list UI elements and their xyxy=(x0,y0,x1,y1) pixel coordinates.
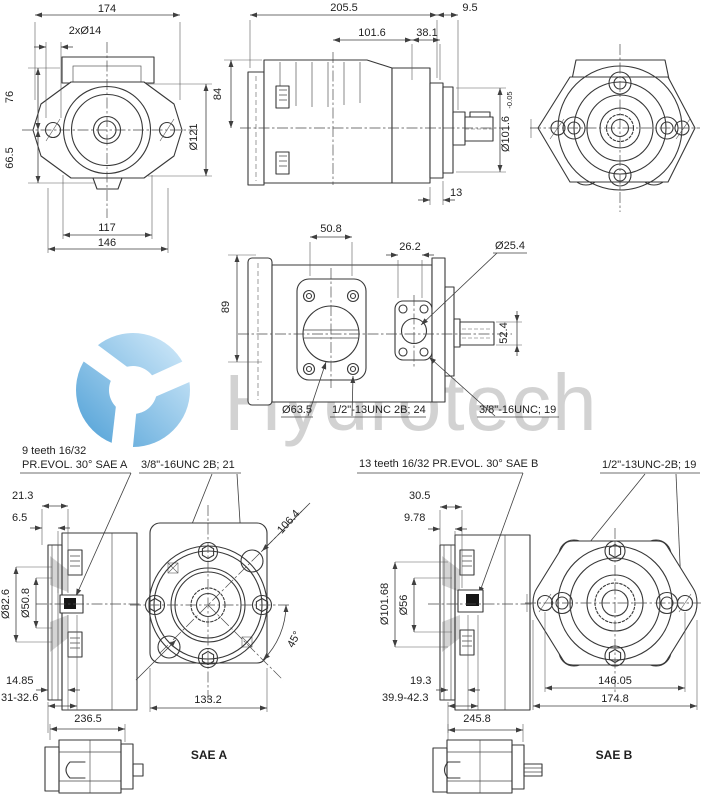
dim-a-21-3: 21.3 xyxy=(12,490,33,502)
dim-b-19-3: 19.3 xyxy=(410,675,431,687)
dim-port-span: 50.8 xyxy=(320,223,341,235)
label-side-port-thread: 3/8"-16UNC; 19 xyxy=(479,404,556,416)
dim-a-133-2: 133.2 xyxy=(194,694,222,706)
dim-side-pilot-dia: Ø101.6 xyxy=(500,116,512,152)
port-view: 50.8 26.2 Ø25.4 89 52.4 Ø63.5 1/2"-13UNC… xyxy=(220,223,559,418)
dim-side-rear-len: 38.1 xyxy=(416,27,437,39)
dim-front-height-lower: 66.5 xyxy=(4,147,16,168)
dim-front-flange-dia: Ø121 xyxy=(188,124,200,151)
dim-a-31-32-6: 31-32.6 xyxy=(1,692,38,704)
watermark-logo xyxy=(68,333,208,466)
sae-b-group: 13 teeth 16/32 PR.EVOL. 30° SAE B 1/2"-1… xyxy=(357,458,701,794)
dim-a-6-5: 6.5 xyxy=(12,512,27,524)
dim-b-39-9: 39.9-42.3 xyxy=(382,692,428,704)
dim-side-port-w: 26.2 xyxy=(399,241,420,253)
dim-side-height: 84 xyxy=(212,88,224,100)
dim-main-port-dia: Ø63.5 xyxy=(282,404,312,416)
label-sae-a-spline-2: PR.EVOL. 30° SAE A xyxy=(22,459,128,471)
dim-b-174-8: 174.8 xyxy=(601,693,629,705)
dim-a-82-6: Ø82.6 xyxy=(0,589,12,619)
label-sae-a: SAE A xyxy=(191,748,228,762)
dim-shaft-height: 52.4 xyxy=(498,322,510,343)
dim-front-width-lower: 146 xyxy=(98,237,116,249)
dim-a-14-85: 14.85 xyxy=(6,675,34,687)
side-view: 205.5 9.5 101.6 38.1 Ø101.6 -0.05 13 xyxy=(240,2,514,205)
rear-view xyxy=(530,44,700,212)
dim-b-245-8: 245.8 xyxy=(463,713,491,725)
dim-b-9-78: 9.78 xyxy=(404,512,425,524)
dim-a-106-4: 106.4 xyxy=(275,508,302,536)
dim-b-146-05: 146.05 xyxy=(598,675,632,687)
dim-a-50-8: Ø50.8 xyxy=(20,588,32,618)
label-sae-a-thread: 3/8"-16UNC 2B; 21 xyxy=(141,459,235,471)
label-sae-b-spline: 13 teeth 16/32 PR.EVOL. 30° SAE B xyxy=(359,458,538,470)
dim-port-height: 89 xyxy=(220,301,232,313)
dim-b-30-5: 30.5 xyxy=(409,490,430,502)
dim-b-101-68: Ø101.68 xyxy=(379,583,391,625)
label-main-port-thread: 1/2"-13UNC 2B; 24 xyxy=(332,404,426,416)
dim-front-total-width: 174 xyxy=(98,3,116,15)
label-sae-b-thread: 1/2"-13UNC-2B; 19 xyxy=(602,459,696,471)
pump-thumbnail-a xyxy=(44,739,144,794)
dim-side-pilot-tol: -0.05 xyxy=(505,91,514,108)
front-view: 174 2xØ14 76 66.5 Ø121 117 146 84 xyxy=(4,3,262,253)
dim-side-body-len: 101.6 xyxy=(358,27,386,39)
dim-front-bolt-span: 117 xyxy=(98,222,116,234)
pump-thumbnail-b xyxy=(432,739,543,794)
dim-front-height-upper: 76 xyxy=(4,91,16,103)
dim-side-port-dia: Ø25.4 xyxy=(495,240,525,252)
dim-b-56: Ø56 xyxy=(398,595,410,616)
label-sae-a-spline-1: 9 teeth 16/32 xyxy=(22,445,86,457)
dim-a-45deg: 45° xyxy=(285,629,303,649)
dim-side-length-total: 205.5 xyxy=(330,2,358,14)
sae-a-group: 9 teeth 16/32 PR.EVOL. 30° SAE A 3/8"-16… xyxy=(0,445,311,794)
dim-side-rear-offset: 9.5 xyxy=(462,2,477,14)
dim-side-rear-w: 13 xyxy=(450,187,462,199)
dim-front-bolt-holes: 2xØ14 xyxy=(69,25,101,37)
dim-a-236-5: 236.5 xyxy=(74,713,102,725)
label-sae-b: SAE B xyxy=(596,748,633,762)
